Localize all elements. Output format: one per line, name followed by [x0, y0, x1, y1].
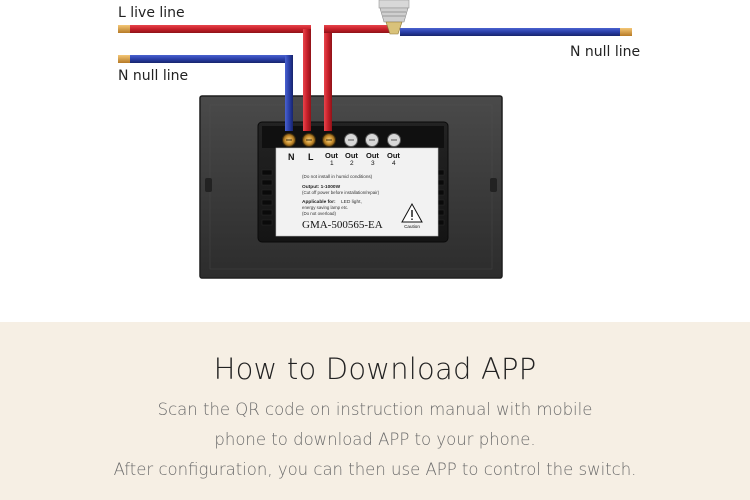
- sticker-warning: (Do not install in humid conditions): [302, 174, 373, 179]
- null-line-label-left: N null line: [118, 68, 189, 84]
- terminal-label-out3: Out: [366, 151, 379, 160]
- bulb-socket-icon: [378, 0, 410, 35]
- null-line-label-right: N null line: [570, 44, 641, 60]
- sticker-applicable-note: (Do not overload): [302, 211, 336, 216]
- instruction-line-3: After configuration, you can then use AP…: [113, 460, 637, 479]
- sticker-output-note: (Cut off power before installation/repai…: [302, 190, 380, 195]
- live-wires: [118, 25, 394, 131]
- instruction-line-2: phone to download APP to your phone.: [214, 430, 536, 449]
- null-wires: [118, 28, 632, 131]
- terminal-label-l: L: [308, 152, 314, 162]
- wiring-diagram: N L Out 1 Out 2 Out 3 Out 4 (Do not inst…: [118, 0, 641, 279]
- instruction-line-1: Scan the QR code on instruction manual w…: [157, 400, 593, 419]
- terminal-screws: [282, 133, 401, 147]
- sticker-applicable-label: Applicable for:: [302, 199, 336, 205]
- section-title: How to Download APP: [213, 352, 537, 386]
- spec-sticker: N L Out 1 Out 2 Out 3 Out 4 (Do not inst…: [275, 147, 439, 237]
- terminal-number-3: 3: [371, 160, 375, 167]
- sticker-applicable-text-2: energy saving lamp etc.: [302, 205, 348, 210]
- live-line-label: L live line: [118, 5, 185, 21]
- terminal-number-4: 4: [392, 160, 396, 167]
- terminal-label-n: N: [288, 152, 295, 162]
- sticker-model: GMA-500565-EA: [302, 219, 383, 231]
- terminal-number-1: 1: [330, 160, 334, 167]
- terminal-label-out2: Out: [345, 151, 358, 160]
- sticker-caution: Caution: [404, 224, 420, 229]
- sticker-output: Output: 1-1000W: [302, 184, 341, 190]
- terminal-label-out1: Out: [325, 151, 338, 160]
- wiring-diagram-graphic: N L Out 1 Out 2 Out 3 Out 4 (Do not inst…: [118, 0, 632, 279]
- download-info-section: How to Download APP Scan the QR code on …: [0, 322, 750, 500]
- terminal-number-2: 2: [350, 160, 354, 167]
- terminal-label-out4: Out: [387, 151, 400, 160]
- sticker-applicable-text: LED light,: [341, 199, 362, 205]
